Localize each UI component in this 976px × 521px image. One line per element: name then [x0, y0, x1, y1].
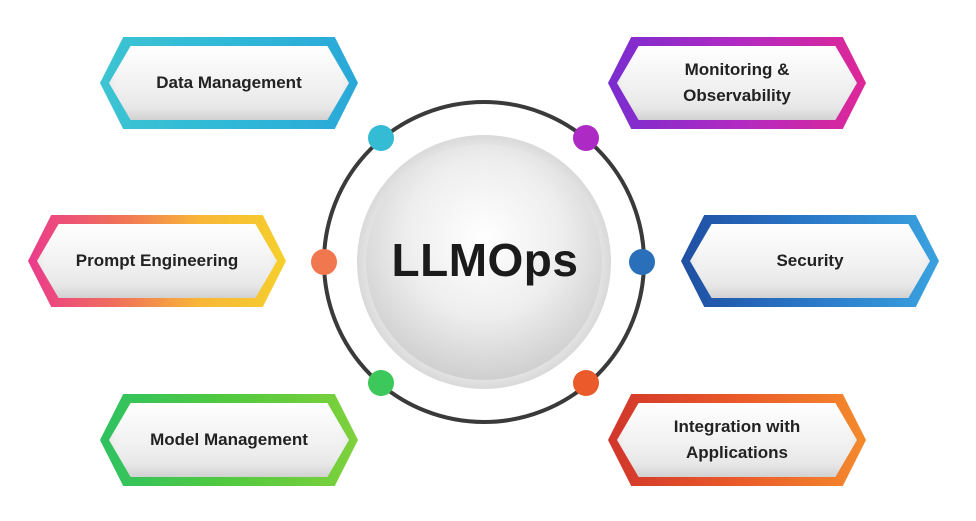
tag-prompt-engineering: Prompt Engineering — [28, 215, 286, 307]
tag-label: Prompt Engineering — [75, 251, 239, 270]
connector-dot-model-management — [368, 370, 394, 396]
connector-dot-security — [629, 249, 655, 275]
tag-security: Security — [681, 215, 939, 307]
tag-face: Security — [690, 224, 930, 298]
connector-dot-monitoring — [573, 125, 599, 151]
tag-label: Model Management — [150, 430, 308, 449]
tag-label: Data Management — [156, 73, 302, 92]
tag-face: Prompt Engineering — [37, 224, 277, 298]
center-disc — [366, 144, 602, 380]
tag-integration-with-applications: Integration with Applications — [608, 394, 866, 486]
tag-label: Integration with Applications — [673, 417, 801, 462]
center-title: LLMOps — [391, 234, 579, 286]
tag-face: Integration with Applications — [617, 403, 857, 477]
connector-dot-data-management — [368, 125, 394, 151]
tag-monitoring-observability: Monitoring & Observability — [608, 37, 866, 129]
tag-label: Monitoring & Observability — [683, 60, 791, 105]
tag-face: Monitoring & Observability — [617, 46, 857, 120]
connector-dot-prompt-engineering — [311, 249, 337, 275]
tag-label: Security — [776, 251, 844, 270]
tag-face: Model Management — [109, 403, 349, 477]
tag-model-management: Model Management — [100, 394, 358, 486]
tag-face: Data Management — [109, 46, 349, 120]
connector-dot-integration — [573, 370, 599, 396]
tag-data-management: Data Management — [100, 37, 358, 129]
